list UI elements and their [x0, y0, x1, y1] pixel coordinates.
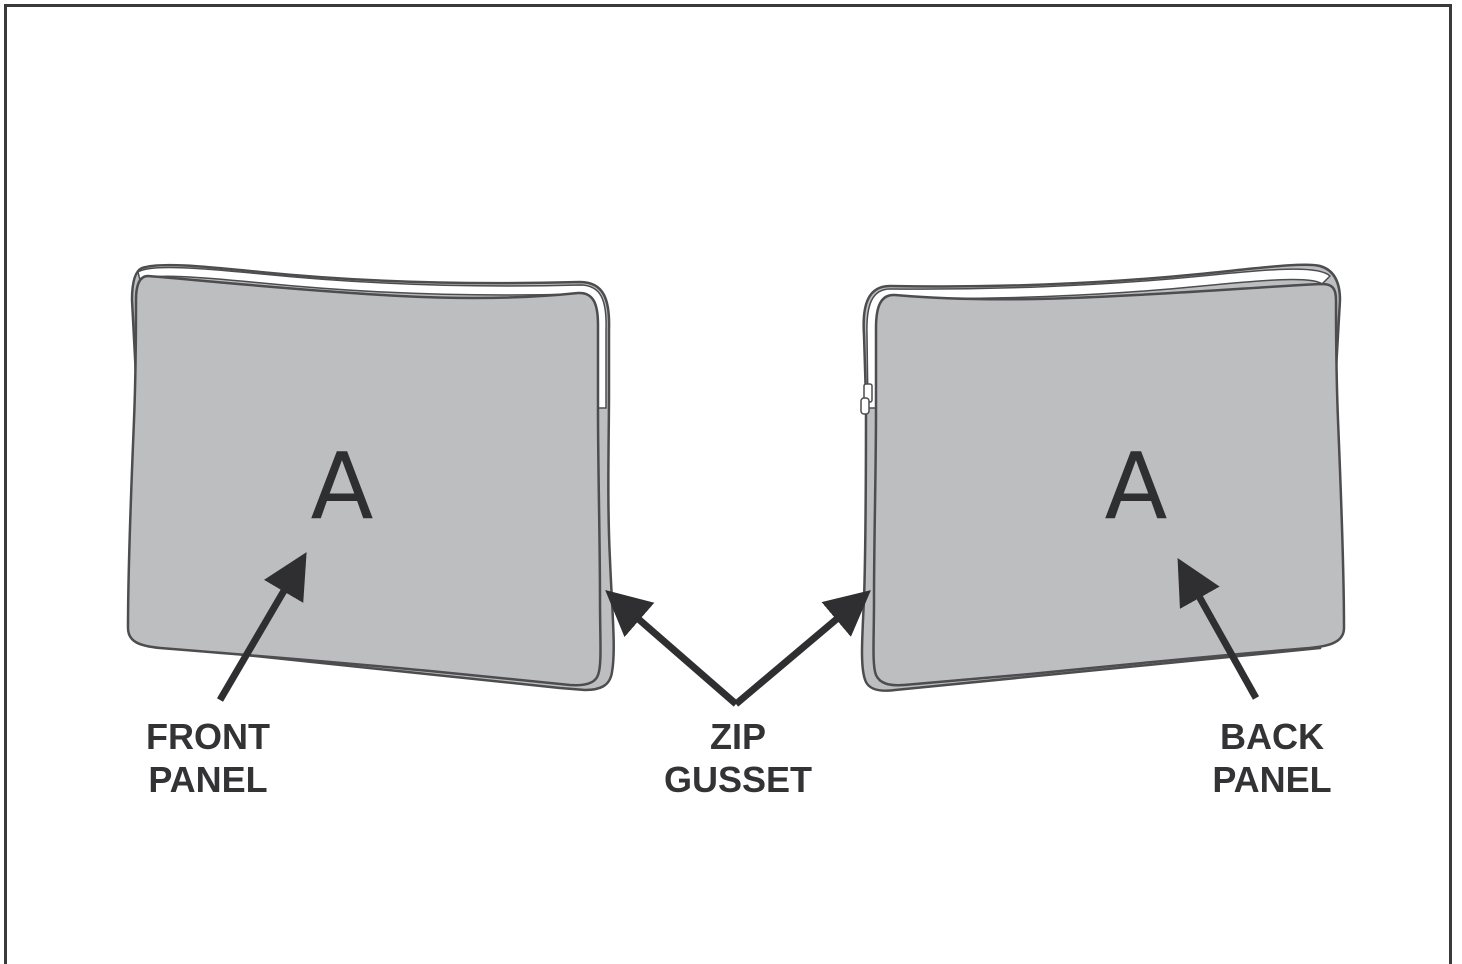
- arrows: [216, 552, 1260, 707]
- back-panel-arrow: [1177, 558, 1260, 700]
- zip-gusset-label: ZIP GUSSET: [664, 716, 812, 800]
- zip-gusset-label-line1: ZIP: [710, 716, 766, 757]
- back-panel: A: [860, 263, 1346, 692]
- back-panel-label-line1: BACK: [1220, 716, 1324, 757]
- diagram-frame: [4, 4, 1452, 964]
- zip-gusset-label-line2: GUSSET: [664, 759, 812, 800]
- zip-gusset-arrow-left: [605, 590, 739, 707]
- front-panel-letter: A: [311, 433, 374, 540]
- back-panel-letter: A: [1105, 433, 1168, 540]
- front-panel-label-line1: FRONT: [146, 716, 270, 757]
- back-panel-label-line2: PANEL: [1212, 759, 1331, 800]
- front-panel-label-line2: PANEL: [148, 759, 267, 800]
- back-panel-face: [872, 282, 1346, 687]
- front-zip-tape: [137, 266, 607, 409]
- zip-gusset-arrow-right: [733, 590, 871, 707]
- back-panel-label: BACK PANEL: [1212, 716, 1331, 800]
- zip-pull-icon: [860, 383, 873, 415]
- front-panel-label: FRONT PANEL: [146, 716, 270, 800]
- front-panel: A: [126, 263, 615, 692]
- front-panel-face: [126, 274, 602, 687]
- front-panel-arrow: [216, 552, 307, 702]
- back-zip-tape: [866, 268, 1332, 409]
